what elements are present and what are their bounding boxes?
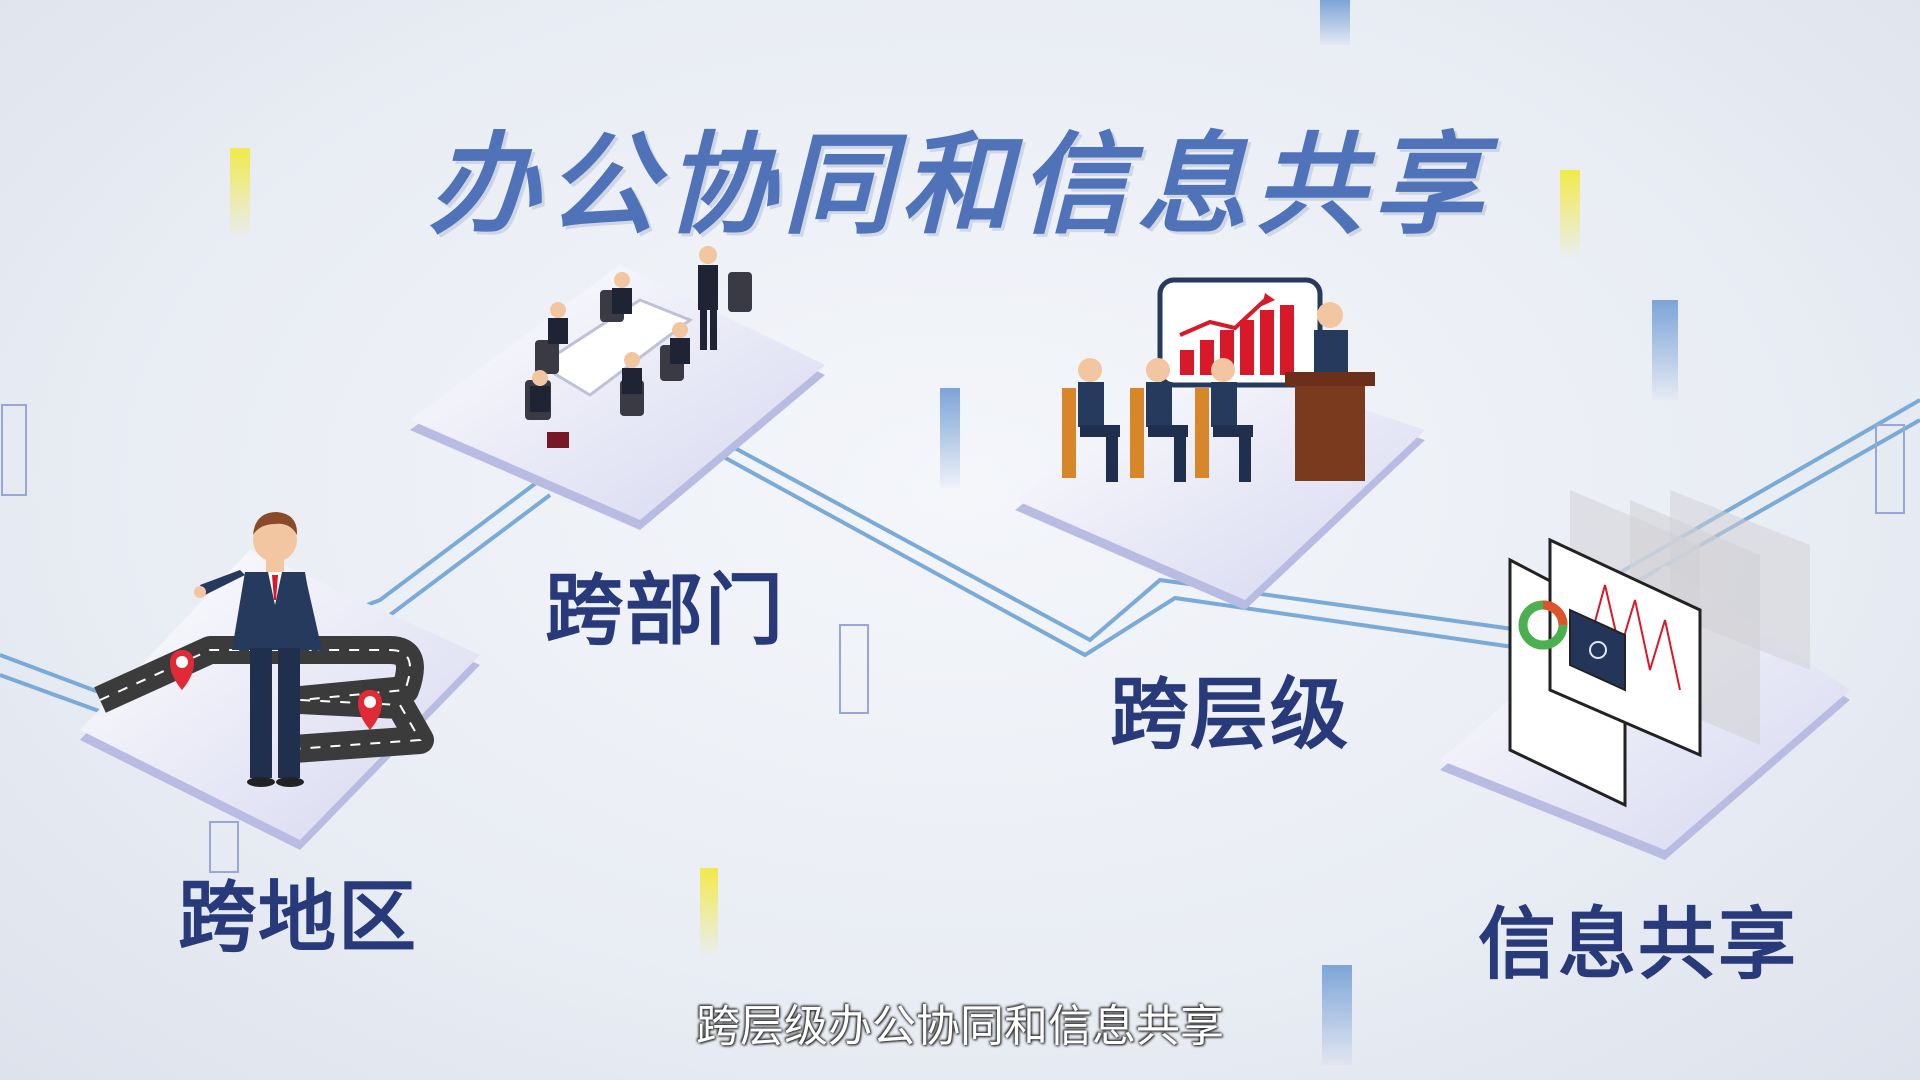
map-pin-icon: [169, 650, 383, 730]
page-title: 办公协同和信息共享: [429, 121, 1491, 249]
meeting-illustration: [525, 246, 752, 448]
podium-illustration: [1285, 302, 1375, 481]
presentation-chart-illustration: [1157, 277, 1323, 388]
platform-cross-department: [410, 265, 825, 530]
businessman-illustration: [194, 512, 322, 787]
audience-illustration: [1062, 358, 1253, 482]
video-subtitle: 跨层级办公协同和信息共享: [696, 1001, 1224, 1052]
decorative-bars: [1, 0, 1905, 1065]
label-cross-level: 跨层级: [1110, 670, 1351, 760]
label-cross-region: 跨地区: [178, 873, 419, 963]
road-illustration: [94, 636, 434, 764]
data-screens-illustration: [1508, 490, 1810, 808]
label-info-sharing: 信息共享: [1478, 900, 1799, 990]
label-cross-department: 跨部门: [545, 566, 786, 656]
